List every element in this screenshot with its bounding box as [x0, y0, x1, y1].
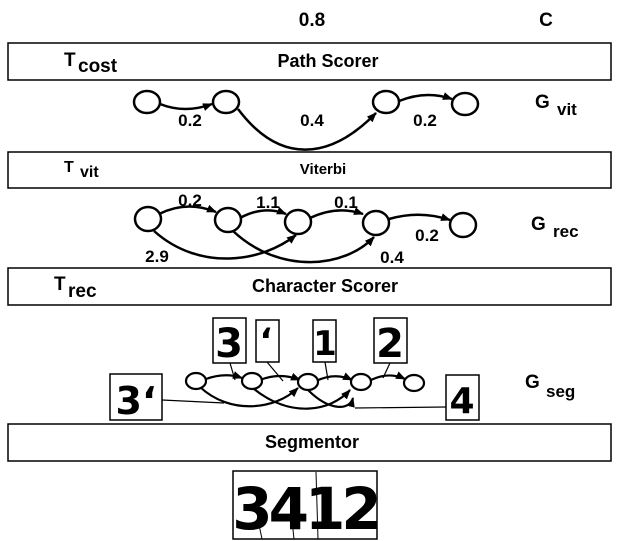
segmentor-box [7, 423, 612, 462]
t-cost-main: T [64, 50, 76, 71]
g-vit-node [371, 89, 401, 115]
connector-line [354, 406, 447, 409]
segment-glyph: ʻ [260, 321, 273, 361]
segment-cut-line [315, 471, 319, 540]
connector-line [266, 361, 284, 382]
g-rec-weight: 1.1 [256, 193, 280, 212]
segment-glyph: 1 [313, 324, 337, 364]
g-rec-label-main: G [531, 214, 546, 235]
g-seg-label-main: G [525, 372, 540, 393]
g-vit-graph [132, 89, 480, 151]
segment-cut-line [291, 519, 295, 540]
t-cost-sub: cost [78, 56, 118, 77]
g-seg-node [349, 372, 373, 392]
g-vit-label-sub: vit [557, 100, 577, 119]
g-seg-node [402, 373, 426, 393]
segment-image-two [373, 317, 408, 364]
g-seg-edge [368, 371, 406, 382]
segment-image-three-tick [109, 373, 163, 421]
g-rec-weight: 2.9 [145, 247, 169, 266]
path-scorer-box [7, 42, 612, 81]
g-rec-weight: 0.4 [380, 248, 404, 267]
g-rec-label-sub: rec [553, 222, 579, 241]
top-value-label: 0.8 [299, 10, 325, 31]
g-rec-edge [239, 206, 287, 220]
g-vit-edge [237, 108, 377, 151]
t-vit-sub: vit [80, 164, 99, 181]
g-vit-weight: 0.4 [300, 111, 324, 130]
segment-glyph: 3ʻ [116, 379, 157, 423]
g-rec-weight: 0.2 [415, 226, 439, 245]
g-seg-edge [199, 386, 299, 408]
g-rec-edge [158, 204, 217, 216]
segment-glyph: 3 [215, 321, 243, 367]
g-seg-node [184, 371, 208, 391]
g-rec-node [361, 209, 391, 237]
g-seg-label-sub: seg [546, 382, 575, 401]
g-vit-edge [398, 92, 453, 103]
segment-image-three [212, 317, 247, 364]
g-rec-node [448, 211, 478, 239]
input-image-glyphs: 3412 [232, 475, 377, 541]
g-vit-weight: 0.2 [413, 111, 437, 130]
g-rec-graph [133, 204, 478, 264]
g-seg-edge [315, 372, 353, 382]
t-vit-main: T [64, 159, 74, 176]
segment-image-one [312, 319, 337, 363]
g-rec-node [133, 205, 163, 233]
segment-glyph: 2 [376, 321, 404, 367]
g-seg-edge [307, 389, 355, 408]
g-rec-edge [153, 230, 297, 260]
character-scorer-title: Character Scorer [252, 276, 398, 296]
input-image: 3412 [232, 470, 382, 541]
g-seg-node [296, 372, 320, 392]
path-scorer-title: Path Scorer [277, 51, 378, 71]
g-rec-weight: 0.2 [178, 191, 202, 210]
c-label: C [539, 10, 553, 31]
g-vit-node [132, 89, 162, 115]
g-seg-edge [253, 388, 351, 410]
g-vit-node [450, 91, 480, 117]
g-seg-graph [184, 371, 426, 410]
g-rec-edge [232, 230, 375, 264]
g-vit-label-main: G [535, 92, 550, 113]
g-rec-weight: 0.1 [334, 193, 358, 212]
character-scorer-box [7, 267, 612, 306]
g-vit-weight: 0.2 [178, 111, 202, 130]
segment-image-four [445, 374, 480, 421]
g-vit-edge [159, 102, 213, 111]
segment-glyph: 4 [449, 381, 474, 422]
g-seg-edge [259, 372, 301, 382]
g-rec-node [283, 208, 313, 236]
t-rec-main: T [54, 274, 66, 295]
viterbi-title: Viterbi [300, 161, 346, 178]
connector-line [161, 399, 225, 404]
g-rec-node [213, 206, 243, 234]
g-rec-edge [388, 213, 451, 222]
viterbi-box [7, 151, 612, 189]
segmentor-title: Segmentor [265, 432, 359, 452]
g-rec-edge [309, 207, 364, 220]
g-vit-node [211, 89, 241, 115]
t-rec-sub: rec [68, 281, 97, 302]
g-seg-node [240, 371, 264, 391]
segment-cut-line [257, 519, 263, 540]
g-seg-edge [205, 371, 243, 381]
